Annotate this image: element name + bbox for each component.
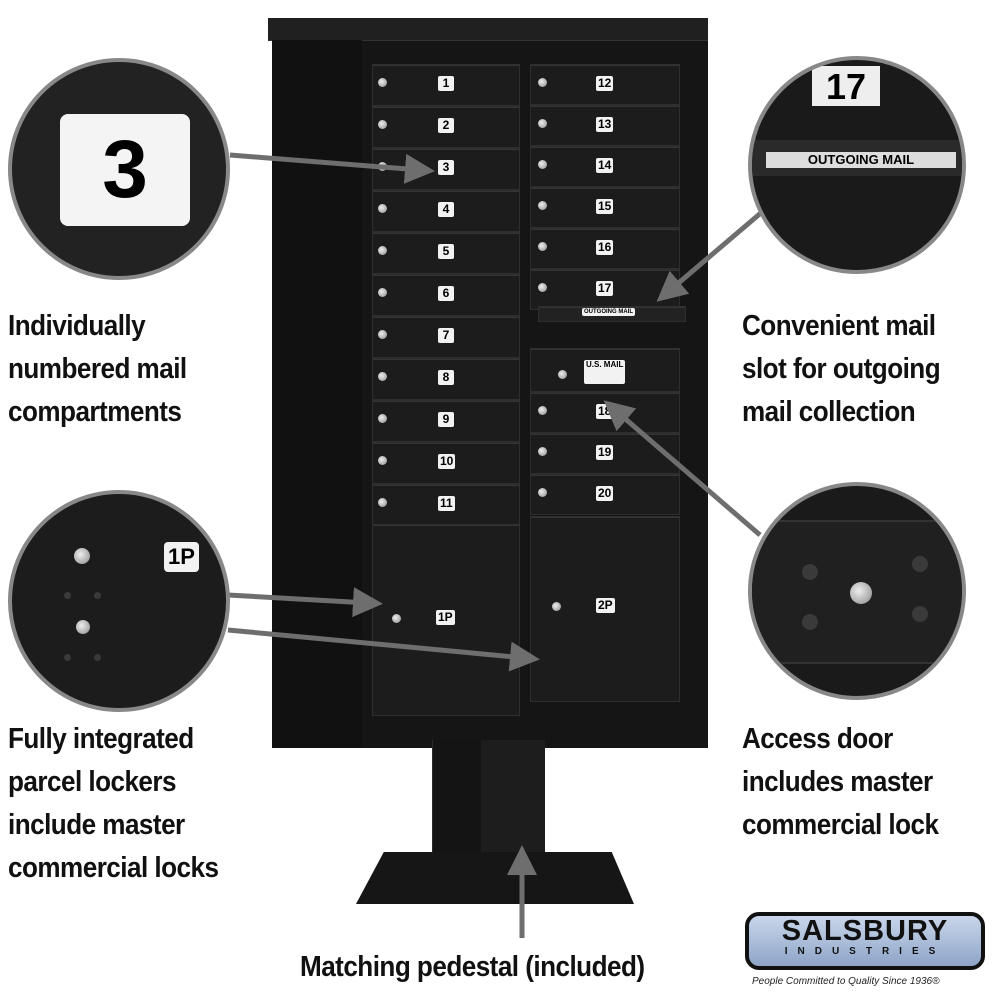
arrow-parcel-1: [227, 587, 383, 618]
mail-compartment-door: [372, 484, 520, 526]
parcel-label: 1P: [164, 542, 199, 572]
pedestal-base: [356, 852, 634, 904]
lock-icon: [378, 330, 387, 339]
lock-icon: [538, 160, 547, 169]
lock-icon: [378, 414, 387, 423]
cabinet-roof: [268, 18, 708, 41]
caption-pedestal: Matching pedestal (included): [300, 951, 645, 983]
lock-icon: [378, 288, 387, 297]
lock-icon: [538, 406, 547, 415]
compartment-number: 10: [438, 454, 456, 469]
compartment-number: 11: [438, 496, 455, 511]
compartment-number: 9: [438, 412, 454, 427]
outgoing-mail-label: OUTGOING MAIL: [582, 308, 635, 316]
compartment-number: 13: [596, 117, 614, 132]
compartment-number: 1: [438, 76, 454, 91]
lock-icon: [392, 614, 401, 623]
zoom-circle-number: 3: [8, 58, 230, 280]
lock-icon: [378, 456, 387, 465]
logo-tagline: People Committed to Quality Since 1936®: [752, 976, 940, 987]
outgoing-mail-label: OUTGOING MAIL: [766, 152, 956, 168]
lock-icon: [378, 246, 387, 255]
compartment-number: 14: [596, 158, 614, 173]
lock-icon: [538, 283, 547, 292]
compartment-number: 20: [596, 486, 614, 501]
compartment-number: 19: [596, 445, 614, 460]
master-lock-icon: [850, 582, 872, 604]
mail-compartment-door: [530, 64, 680, 105]
number-plate: 17: [812, 66, 880, 107]
lock-icon: [378, 498, 387, 507]
compartment-number: 8: [438, 370, 454, 385]
compartment-number: 12: [596, 76, 614, 91]
arrow-numbered: [229, 152, 435, 184]
pedestal-post: [432, 740, 545, 860]
lock-icon: [538, 119, 547, 128]
compartment-number: 5: [438, 244, 454, 259]
lock-icon: [538, 78, 547, 87]
zoom-circle-parcel: 1P: [8, 490, 230, 712]
zoom-circle-slot: 17 OUTGOING MAIL: [748, 56, 966, 274]
parcel-number: 2P: [596, 598, 615, 613]
lock-icon: [378, 120, 387, 129]
arrow-slot: [656, 210, 764, 302]
compartment-number: 17: [596, 281, 614, 296]
zoom-circle-access: [748, 482, 966, 700]
compartment-number: 4: [438, 202, 454, 217]
compartment-number: 7: [438, 328, 454, 343]
compartment-number: 3: [438, 160, 454, 175]
compartment-number: 2: [438, 118, 454, 133]
master-lock-icon: [558, 370, 567, 379]
lock-icon: [538, 447, 547, 456]
lock-icon: [538, 242, 547, 251]
mail-compartment-door: [530, 474, 680, 515]
lock-icon: [378, 372, 387, 381]
number-plate: 3: [60, 114, 190, 226]
lock-icon: [538, 201, 547, 210]
arrow-parcel-2: [227, 627, 540, 672]
compartment-number: 16: [596, 240, 614, 255]
compartment-number: 15: [596, 199, 614, 214]
lock-icon: [378, 78, 387, 87]
parcel-number: 1P: [436, 610, 455, 625]
arrow-access: [603, 400, 762, 537]
salsbury-logo: SALSBURY INDUSTRIES: [745, 912, 985, 970]
compartment-number: 6: [438, 286, 454, 301]
lock-icon: [378, 204, 387, 213]
lock-icon: [552, 602, 561, 611]
us-mail-label: U.S. MAIL: [584, 360, 626, 384]
lock-icon: [538, 488, 547, 497]
